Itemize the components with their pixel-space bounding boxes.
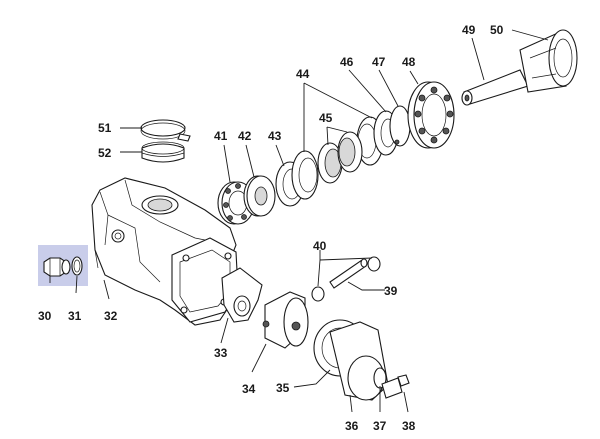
- label-37: 37: [373, 419, 387, 433]
- label-45: 45: [319, 111, 333, 125]
- label-39: 39: [384, 284, 398, 298]
- label-49: 49: [462, 23, 476, 37]
- label-42: 42: [238, 129, 252, 143]
- label-44: 44: [296, 67, 310, 81]
- label-35: 35: [276, 381, 290, 395]
- part-30-plug[interactable]: [43, 257, 71, 277]
- part-48-bearing[interactable]: [407, 81, 455, 149]
- part-36-housing[interactable]: [329, 321, 389, 401]
- part-31-seal[interactable]: [71, 256, 83, 276]
- part-40-circlips[interactable]: [311, 256, 381, 302]
- label-51: 51: [98, 121, 112, 135]
- label-40: 40: [313, 239, 327, 253]
- label-31: 31: [68, 309, 82, 323]
- leader-lines: [49, 29, 549, 413]
- part-33-crank-arm[interactable]: [221, 267, 263, 323]
- part-49-shaft[interactable]: [461, 69, 529, 106]
- label-52: 52: [98, 146, 112, 160]
- part-52-boot[interactable]: [141, 141, 185, 163]
- part-34-block[interactable]: [262, 291, 309, 349]
- label-43: 43: [268, 129, 282, 143]
- label-30: 30: [38, 309, 52, 323]
- label-38: 38: [402, 419, 416, 433]
- part-32-gear-housing[interactable]: [91, 177, 241, 326]
- part-50-flange[interactable]: [519, 29, 578, 93]
- part-45-roller-bearings[interactable]: [317, 131, 363, 184]
- label-41: 41: [214, 129, 228, 143]
- part-51-clamp[interactable]: [140, 119, 191, 142]
- label-34: 34: [242, 382, 256, 396]
- label-33: 33: [214, 346, 228, 360]
- label-46: 46: [340, 55, 354, 69]
- part-38-bolt[interactable]: [381, 374, 410, 399]
- label-50: 50: [490, 23, 504, 37]
- label-48: 48: [402, 55, 416, 69]
- part-39-pin[interactable]: [329, 258, 368, 289]
- label-47: 47: [372, 55, 386, 69]
- label-32: 32: [104, 309, 118, 323]
- callout-labels: 30 31 32 33 34 35 36 37 38 39 40 41 42 4…: [38, 23, 504, 433]
- part-42-washer[interactable]: [243, 175, 276, 217]
- label-36: 36: [345, 419, 359, 433]
- part-47-ring[interactable]: [389, 105, 411, 147]
